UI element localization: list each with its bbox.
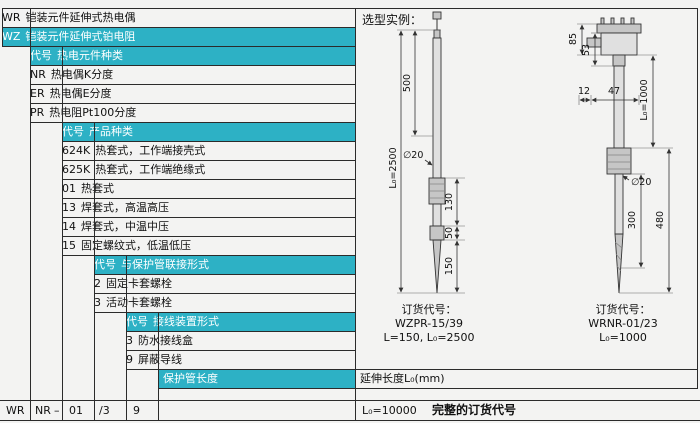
- probe-diagram-right: 85 53 12 47 L₀=1000 ∅20 300 480: [568, 17, 673, 294]
- row-code: 15: [62, 239, 76, 252]
- row-desc: 热电偶E分度: [49, 87, 112, 100]
- table-row: 15 固定螺纹式，低温低压: [62, 236, 355, 255]
- dim-label-480: 480: [655, 211, 666, 229]
- terminal-header-code: 代号: [126, 315, 148, 328]
- row-desc: 屏蔽导线: [138, 353, 182, 366]
- order-example-label: 订货代号：: [401, 303, 457, 316]
- row-code: 01: [62, 182, 76, 195]
- order-strip-label: 完整的订货代号: [432, 403, 517, 417]
- table-row: ER 热电偶E分度: [30, 84, 355, 103]
- order-example-note: L=150, L₀=2500: [383, 331, 475, 344]
- order-example-code: WZPR-15/39: [395, 317, 463, 330]
- table-row: 624K 热套式，工作端接壳式: [62, 141, 355, 160]
- row-code: 9: [126, 353, 133, 366]
- row-code: ER: [30, 87, 45, 100]
- row-desc: 热套式: [81, 182, 114, 195]
- length-header-row: 保护管长度: [158, 369, 355, 388]
- row-desc: 固定卡套螺栓: [106, 277, 172, 290]
- dim-label-53: 53: [581, 44, 592, 56]
- table-row: 3 防水接线盒: [126, 331, 355, 350]
- row-code: PR: [30, 106, 45, 119]
- dia-label-left: ∅20: [403, 150, 423, 161]
- row-desc: 热电偶K分度: [50, 68, 114, 81]
- order-strip-segment: 9: [133, 404, 140, 417]
- order-example-code: WRNR-01/23: [588, 317, 658, 330]
- table-row: 3 活动卡套螺栓: [94, 293, 355, 312]
- row-desc: 防水接线盒: [138, 334, 193, 347]
- element-header-title: 热电元件种类: [57, 49, 123, 62]
- table-row: 625K 热套式，工作端绝缘式: [62, 160, 355, 179]
- row-code: 3: [126, 334, 133, 347]
- connection-header-title: 与保护管联接形式: [121, 258, 209, 271]
- order-example-right: 订货代号： WRNR-01/23 L₀=1000: [573, 303, 673, 345]
- dia-label-right: ∅20: [631, 177, 651, 188]
- dim-label-150: 150: [444, 257, 455, 275]
- series-wr-desc: 铠装元件延伸式热电偶: [25, 11, 136, 24]
- table-row: NR 热电偶K分度: [30, 65, 355, 84]
- product-header-row: 代号 产品种类: [62, 122, 355, 141]
- element-header-code: 代号: [30, 49, 52, 62]
- order-strip-segment: WR: [6, 404, 25, 417]
- order-strip-segment: /3: [99, 404, 110, 417]
- panel-title: 选型实例：: [362, 13, 423, 27]
- terminal-header-row: 代号 接线装置形式: [126, 312, 355, 331]
- series-row-wz: WZ 铠装元件延伸式铂电阻: [2, 27, 355, 46]
- dim-label-total-left: L₀=2500: [388, 147, 399, 188]
- row-code: 3: [94, 296, 101, 309]
- series-wz-code: WZ: [2, 30, 21, 43]
- row-desc: 固定螺纹式，低温低压: [81, 239, 191, 252]
- connection-header-code: 代号: [94, 258, 116, 271]
- series-wz-desc: 铠装元件延伸式铂电阻: [25, 30, 136, 43]
- row-code: NR: [30, 68, 46, 81]
- table-row: 14 焊套式，中温中压: [62, 217, 355, 236]
- row-desc: 热套式，工作端绝缘式: [95, 163, 206, 176]
- probe-diagram-left: L₀=2500 500 ∅20 130 50 150: [388, 11, 465, 294]
- table-row: 2 固定卡套螺栓: [94, 274, 355, 293]
- order-strip-segment: 01: [69, 404, 83, 417]
- dim-label-50: 50: [444, 227, 455, 239]
- row-code: 14: [62, 220, 76, 233]
- dim-label-total-right: L₀=1000: [639, 79, 650, 120]
- order-example-label: 订货代号：: [595, 303, 651, 316]
- dim-label-47: 47: [608, 86, 620, 97]
- dim-label-500: 500: [402, 74, 413, 92]
- table-row: 01 热套式: [62, 179, 355, 198]
- row-desc: 热电阻Pt100分度: [49, 106, 137, 119]
- length-value: 延伸长度L₀(mm): [360, 372, 445, 385]
- example-drawings: L₀=2500 500 ∅20 130 50 150: [388, 11, 673, 294]
- product-header-title: 产品种类: [89, 125, 133, 138]
- dim-label-300: 300: [627, 211, 638, 229]
- terminal-header-title: 接线装置形式: [153, 315, 219, 328]
- connection-header-row: 代号 与保护管联接形式: [94, 255, 355, 274]
- length-header-title: 保护管长度: [163, 372, 218, 385]
- row-desc: 活动卡套螺栓: [106, 296, 172, 309]
- series-wr-code: WR: [2, 11, 21, 24]
- row-desc: 焊套式，高温高压: [81, 201, 169, 214]
- table-row: 13 焊套式，高温高压: [62, 198, 355, 217]
- table-row: PR 热电阻Pt100分度: [30, 103, 355, 122]
- order-strip-segment: NR: [35, 404, 51, 417]
- table-row: 9 屏蔽导线: [126, 350, 355, 369]
- product-header-code: 代号: [62, 125, 84, 138]
- series-row-wr: WR 铠装元件延伸式热电偶: [2, 8, 355, 27]
- order-example-note: L₀=1000: [599, 331, 647, 344]
- row-code: 13: [62, 201, 76, 214]
- length-value-row: 延伸长度L₀(mm): [355, 369, 698, 388]
- dim-label-85: 85: [568, 33, 579, 45]
- row-code: 624K: [62, 144, 91, 157]
- order-strip-segment: –: [54, 404, 60, 417]
- row-code: 625K: [62, 163, 91, 176]
- order-strip-length: L₀=10000: [362, 404, 417, 417]
- dim-label-12: 12: [578, 86, 590, 97]
- row-desc: 焊套式，中温中压: [81, 220, 169, 233]
- element-header-row: 代号 热电元件种类: [30, 46, 355, 65]
- dim-label-130: 130: [444, 193, 455, 211]
- row-code: 2: [94, 277, 101, 290]
- row-desc: 热套式，工作端接壳式: [95, 144, 206, 157]
- order-example-left: 订货代号： WZPR-15/39 L=150, L₀=2500: [374, 303, 484, 345]
